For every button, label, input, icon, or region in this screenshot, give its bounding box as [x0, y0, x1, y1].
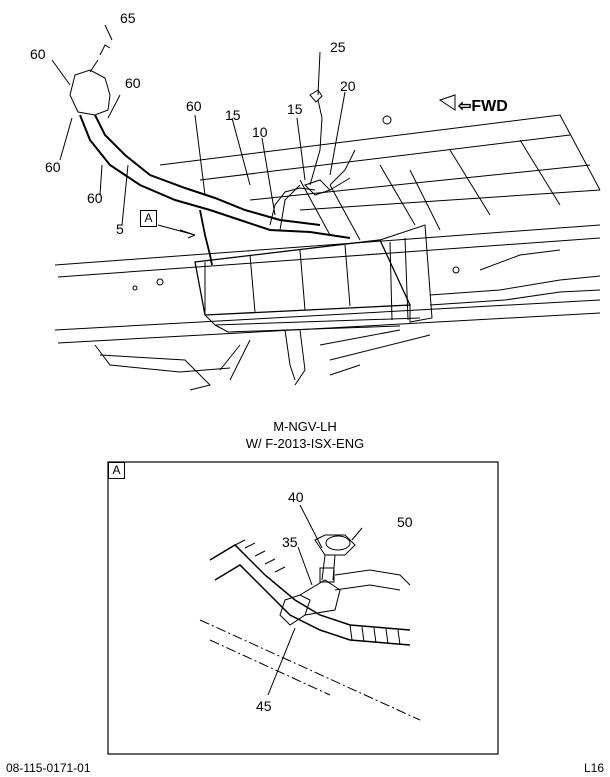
callout-60-mid: 60 — [186, 98, 202, 114]
caption-line-1: M-NGV-LH — [273, 419, 337, 434]
page-number: L16 — [584, 761, 605, 775]
callout-60-left: 60 — [45, 159, 61, 175]
callout-5: 5 — [116, 221, 124, 237]
caption-line-2: W/ F-2013-ISX-ENG — [245, 436, 365, 451]
callout-25: 25 — [330, 39, 346, 55]
callout-15-right: 15 — [287, 101, 303, 117]
drawing-number: 08-115-0171-01 — [6, 761, 91, 775]
callout-10: 10 — [252, 124, 268, 140]
callout-60-upper: 60 — [125, 75, 141, 91]
callout-65: 65 — [120, 10, 136, 26]
callout-20: 20 — [340, 78, 356, 94]
detail-a-marker: A — [140, 210, 157, 227]
fwd-arrow-icon: ⇦ — [458, 98, 472, 115]
fwd-text: FWD — [471, 98, 508, 115]
callout-35: 35 — [282, 534, 298, 550]
fwd-direction-label: ⇦FWD — [458, 96, 508, 116]
callout-40: 40 — [288, 489, 304, 505]
callout-50: 50 — [397, 514, 413, 530]
callout-15-left: 15 — [225, 107, 241, 123]
detail-view-label: A — [108, 462, 125, 479]
callout-60-lower: 60 — [87, 190, 103, 206]
callout-60-top-left: 60 — [30, 46, 46, 62]
callout-45: 45 — [256, 698, 272, 714]
